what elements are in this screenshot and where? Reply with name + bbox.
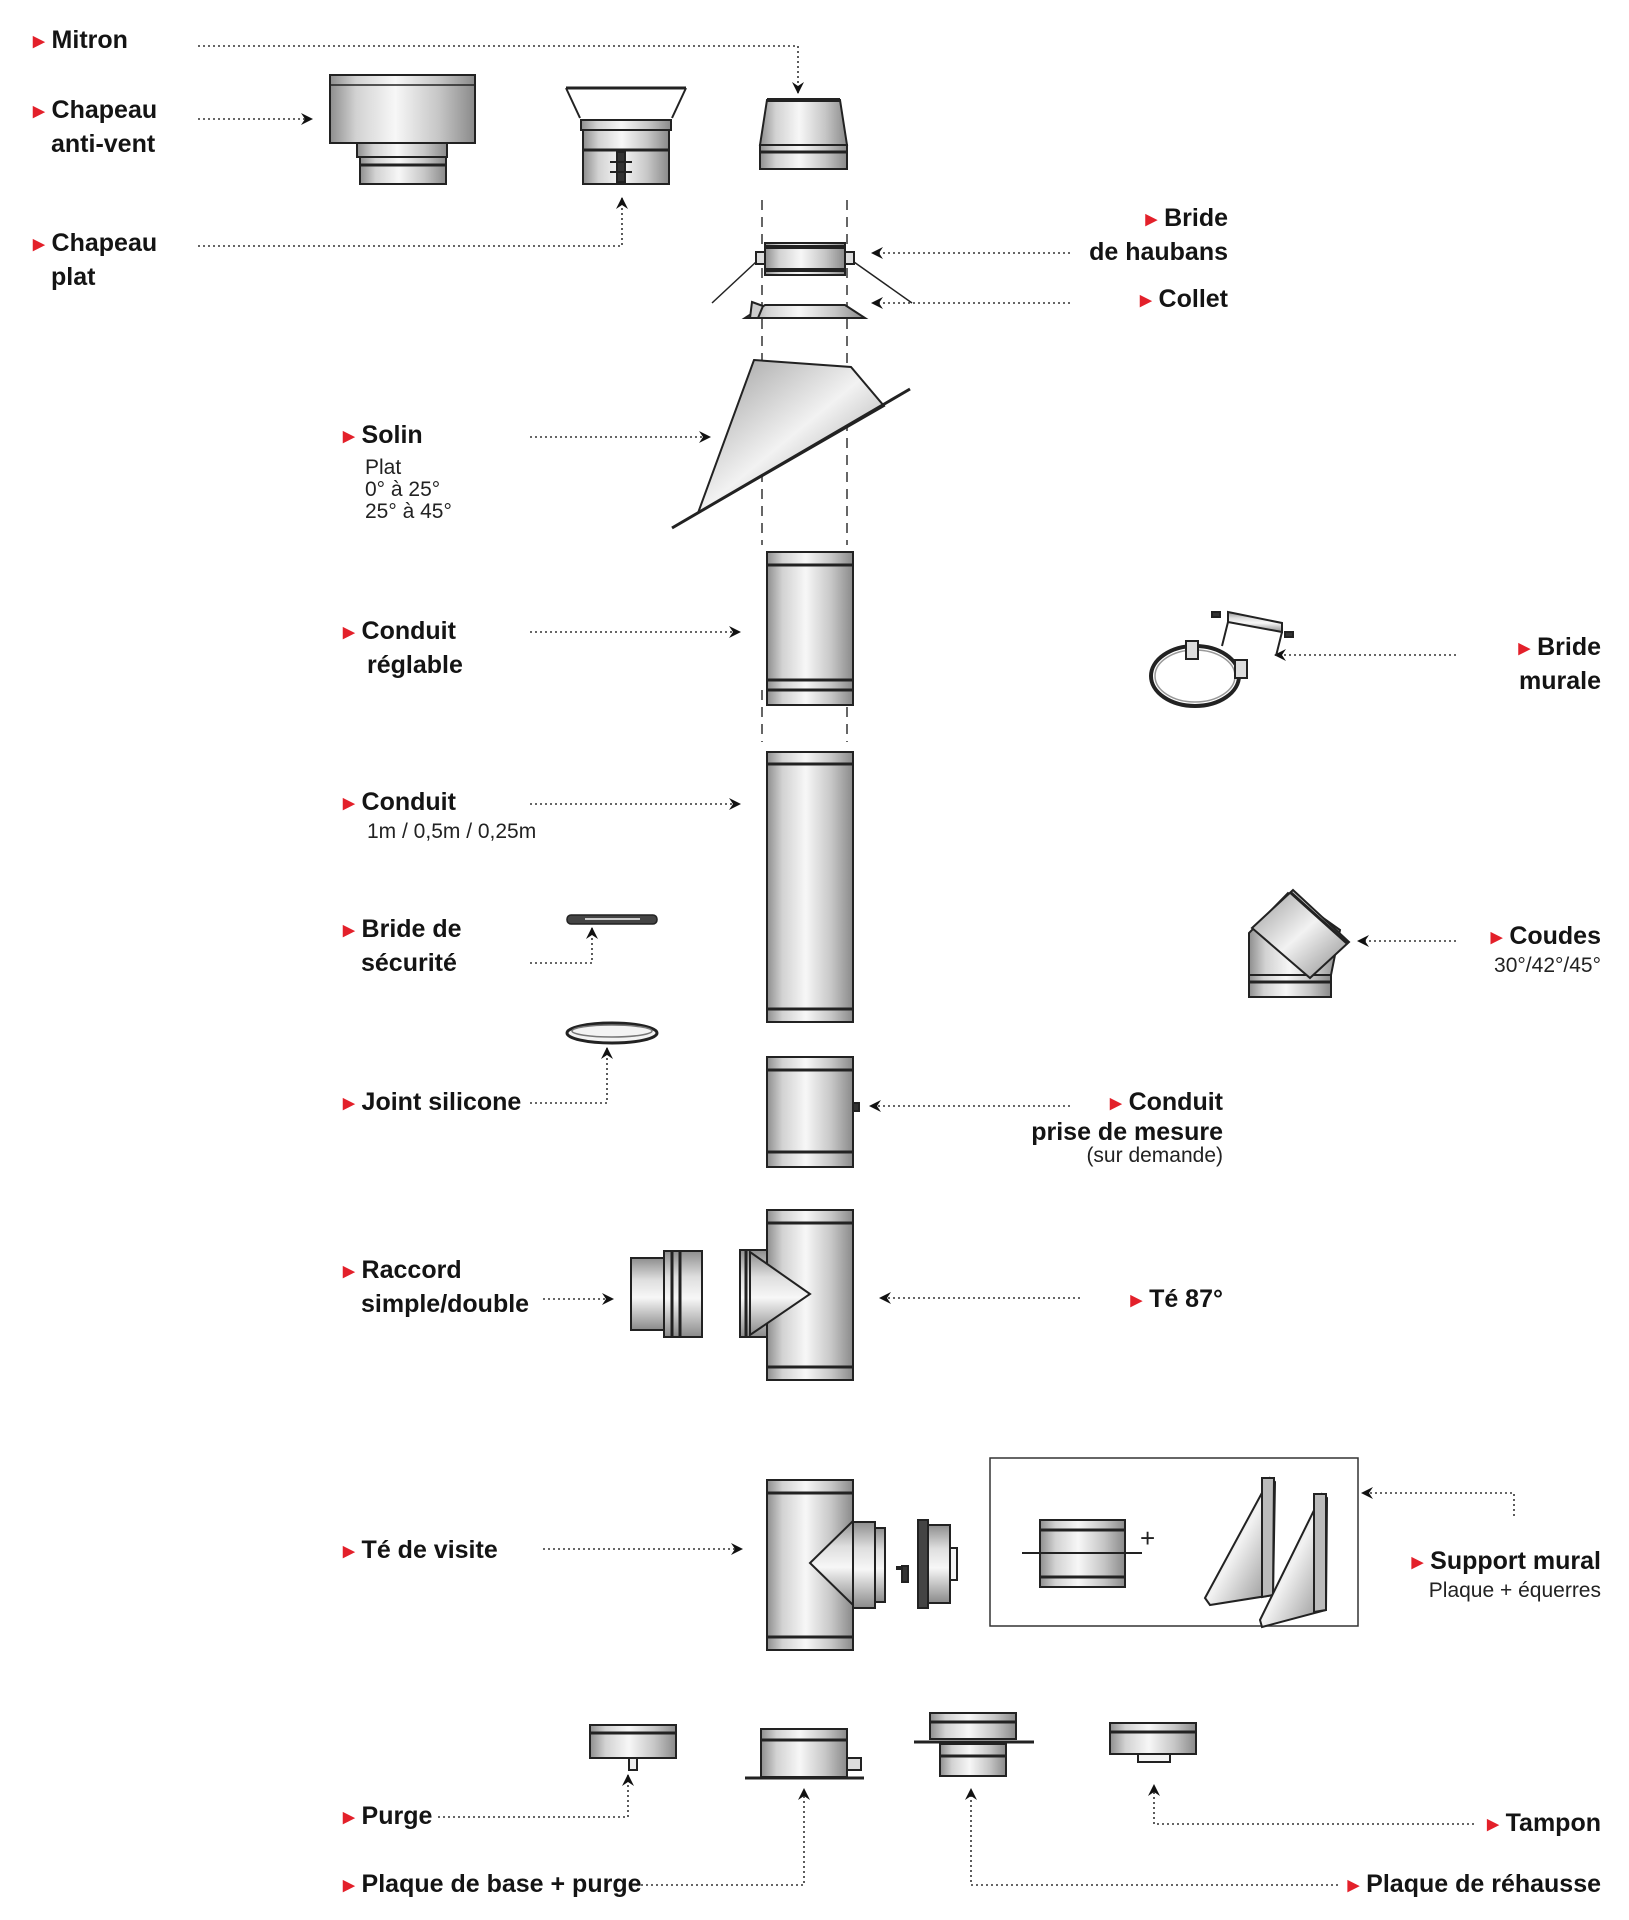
leader-support-mural	[1361, 1487, 1515, 1516]
leader-mitron	[198, 45, 804, 94]
label-plaque-base-purge: ▶Plaque de base + purge	[343, 1870, 642, 1898]
label-mitron: ▶Mitron	[33, 26, 128, 54]
leader-plaque-rehausse	[965, 1788, 1338, 1886]
te-visite-drawing	[766, 1479, 958, 1651]
label-joint-silicone: ▶Joint silicone	[343, 1088, 522, 1116]
collet-drawing	[741, 300, 869, 319]
triangle-marker-icon: ▶	[343, 624, 355, 641]
triangle-marker-icon: ▶	[343, 1877, 355, 1894]
mitron-drawing	[758, 98, 849, 170]
coudes-drawing	[1248, 888, 1351, 998]
triangle-marker-icon: ▶	[343, 1543, 355, 1560]
label-conduit-reglable: ▶Conduit réglable	[343, 617, 463, 679]
chapeau-plat-drawing	[565, 86, 687, 185]
triangle-marker-icon: ▶	[33, 103, 45, 120]
label-bride-haubans: ▶Bride de haubans	[1089, 204, 1228, 266]
triangle-marker-icon: ▶	[1518, 640, 1531, 657]
triangle-marker-icon: ▶	[1110, 1095, 1122, 1112]
label-chapeau-anti-vent: ▶Chapeau anti-vent	[33, 96, 158, 158]
triangle-marker-icon: ▶	[343, 1809, 355, 1826]
te-87-drawing	[739, 1209, 854, 1381]
label-bride-murale: ▶Bride murale	[1518, 633, 1601, 695]
tampon-drawing	[1109, 1722, 1197, 1763]
purge-drawing	[589, 1724, 677, 1771]
bride-securite-drawing	[566, 914, 658, 925]
conduit-prise-mesure-drawing	[766, 1056, 860, 1168]
plus-sign: +	[1140, 1523, 1156, 1553]
triangle-marker-icon: ▶	[1411, 1554, 1424, 1571]
label-support-mural: ▶Support mural Plaque + équerres	[1411, 1547, 1601, 1602]
triangle-marker-icon: ▶	[1145, 211, 1158, 228]
label-purge: ▶Purge	[343, 1802, 433, 1830]
leader-joint-silicone	[530, 1047, 613, 1104]
leader-purge	[438, 1774, 634, 1818]
label-plaque-rehausse: ▶Plaque de réhausse	[1347, 1870, 1601, 1898]
triangle-marker-icon: ▶	[1490, 929, 1503, 946]
label-te-87: ▶Té 87°	[1130, 1285, 1223, 1313]
triangle-marker-icon: ▶	[1140, 292, 1152, 309]
triangle-marker-icon: ▶	[343, 795, 355, 812]
leader-chapeau-plat	[198, 197, 628, 247]
leader-lines	[198, 45, 1515, 1886]
conduit-reglable-drawing	[766, 551, 854, 706]
triangle-marker-icon: ▶	[33, 33, 45, 50]
solin-drawing	[671, 358, 911, 530]
triangle-marker-icon: ▶	[343, 1095, 355, 1112]
label-chapeau-plat: ▶Chapeau plat	[33, 229, 158, 291]
joint-silicone-drawing	[565, 1021, 659, 1045]
label-te-visite: ▶Té de visite	[343, 1536, 498, 1564]
bride-haubans-drawing	[711, 242, 913, 304]
label-tampon: ▶Tampon	[1487, 1809, 1601, 1837]
conduit-drawing	[766, 751, 854, 1023]
triangle-marker-icon: ▶	[343, 428, 355, 445]
label-bride-securite: ▶Bride de sécurité	[343, 915, 462, 977]
bride-murale-drawing	[1149, 610, 1294, 708]
triangle-marker-icon: ▶	[1487, 1816, 1499, 1833]
support-mural-drawing	[989, 1457, 1359, 1629]
label-solin: ▶Solin Plat 0° à 25° 25° à 45°	[343, 421, 452, 523]
raccord-drawing	[630, 1250, 703, 1338]
label-conduit: ▶Conduit 1m / 0,5m / 0,25m	[343, 788, 537, 843]
chapeau-anti-vent-drawing	[329, 74, 476, 185]
label-raccord: ▶Raccord simple/double	[343, 1256, 530, 1318]
plaque-base-purge-drawing	[745, 1728, 864, 1780]
leader-plaque-base	[636, 1788, 810, 1886]
triangle-marker-icon: ▶	[33, 236, 45, 253]
leader-tampon	[1148, 1784, 1474, 1825]
triangle-marker-icon: ▶	[1130, 1292, 1143, 1309]
label-coudes: ▶Coudes 30°/42°/45°	[1490, 922, 1601, 977]
triangle-marker-icon: ▶	[1347, 1877, 1360, 1894]
triangle-marker-icon: ▶	[343, 1263, 355, 1280]
leader-bride-securite	[530, 927, 598, 964]
label-conduit-prise-mesure: ▶Conduit prise de mesure (sur demande)	[1031, 1088, 1223, 1167]
plaque-rehausse-drawing	[914, 1712, 1034, 1777]
triangle-marker-icon: ▶	[343, 922, 355, 939]
label-collet: ▶Collet	[1140, 285, 1228, 313]
